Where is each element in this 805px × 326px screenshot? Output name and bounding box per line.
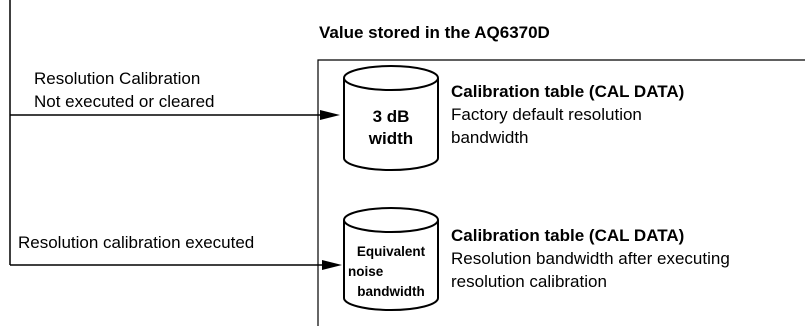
cylinder-1-label-line-1: 3 dB — [372, 107, 410, 126]
storage-area-outline — [317, 59, 805, 326]
arrowhead-1 — [320, 110, 340, 120]
condition-1-line-1: Resolution Calibration — [34, 69, 201, 88]
cylinder-2-label-line-2: noise — [348, 264, 384, 279]
calibration-table-title-2: Calibration table (CAL DATA) — [451, 226, 685, 245]
table-1-desc-line-2: bandwidth — [451, 128, 529, 147]
arrowhead-2 — [322, 260, 342, 270]
calibration-table-title-1: Calibration table (CAL DATA) — [451, 82, 685, 101]
cylinder-2-label-line-3: bandwidth — [357, 284, 425, 299]
condition-1-line-2: Not executed or cleared — [34, 92, 215, 111]
cylinder-1-label: 3 dB width — [344, 106, 438, 150]
condition-2-line-1: Resolution calibration executed — [18, 233, 255, 252]
cylinder-1-label-line-2: width — [368, 129, 414, 148]
table-1-desc-line-1: Factory default resolution — [451, 105, 642, 124]
table-2-desc-line-1: Resolution bandwidth after executing — [451, 249, 730, 268]
table-2-desc-line-2: resolution calibration — [451, 272, 607, 291]
cylinder-3db-width — [343, 65, 439, 171]
storage-title: Value stored in the AQ6370D — [319, 23, 550, 42]
cylinder-equivalent-noise-bandwidth — [343, 207, 439, 311]
cylinder-2-label-line-1: Equivalent — [356, 244, 426, 259]
cylinder-2-label: Equivalent noise bandwidth — [344, 242, 438, 302]
